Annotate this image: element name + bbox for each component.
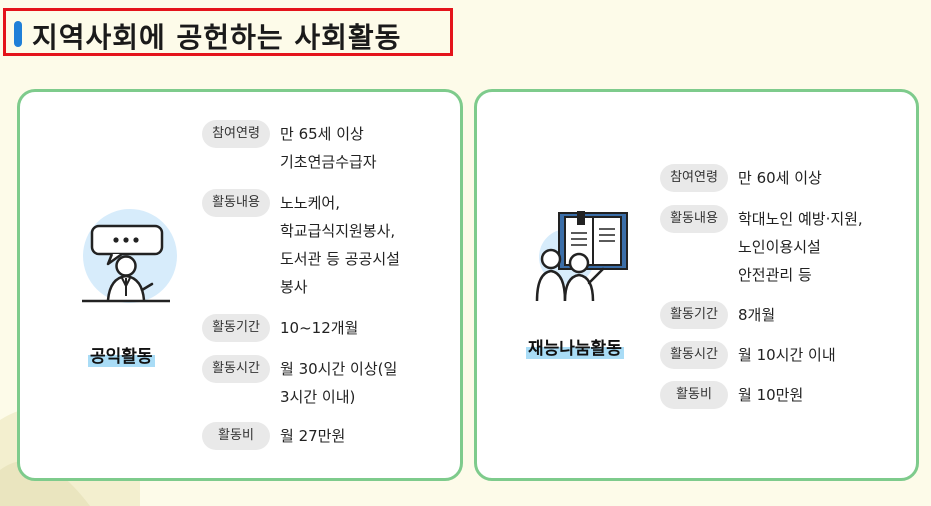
detail-label: 활동기간 (202, 314, 270, 342)
detail-row-content: 활동내용 학대노인 예방·지원, 노인이용시설 안전관리 등 (660, 205, 863, 289)
speaking-person-icon (82, 209, 177, 303)
detail-value: 학대노인 예방·지원, 노인이용시설 안전관리 등 (738, 210, 863, 284)
detail-label: 활동비 (660, 381, 728, 409)
detail-row-content: 활동내용 노노케어, 학교급식지원봉사, 도서관 등 공공시설 봉사 (202, 189, 400, 301)
detail-label: 활동시간 (202, 355, 270, 383)
detail-value: 월 10만원 (738, 386, 804, 404)
detail-row-period: 활동기간 8개월 (660, 301, 775, 329)
detail-value: 월 30시간 이상(일 3시간 이내) (280, 360, 398, 406)
activity-name: 공익활동 (88, 342, 155, 367)
detail-label: 참여연령 (202, 120, 270, 148)
section-title-box: 지역사회에 공헌하는 사회활동 (3, 8, 453, 56)
detail-label: 참여연령 (660, 164, 728, 192)
detail-row-hours: 활동시간 월 30시간 이상(일 3시간 이내) (202, 355, 397, 411)
detail-value: 노노케어, 학교급식지원봉사, 도서관 등 공공시설 봉사 (280, 194, 400, 296)
detail-value: 월 10시간 이내 (738, 346, 836, 364)
detail-value: 만 60세 이상 (738, 169, 822, 187)
detail-row-fee: 활동비 월 10만원 (660, 381, 803, 409)
detail-row-age: 참여연령 만 65세 이상 기초연금수급자 (202, 120, 377, 176)
detail-label: 활동내용 (202, 189, 270, 217)
detail-value: 10~12개월 (280, 319, 359, 337)
detail-label: 활동내용 (660, 205, 728, 233)
activity-card-public: 공익활동 참여연령 만 65세 이상 기초연금수급자 활동내용 노노케어, 학교… (17, 89, 463, 481)
detail-label: 활동비 (202, 422, 270, 450)
title-marker (14, 21, 22, 47)
page-title: 지역사회에 공헌하는 사회활동 (32, 21, 402, 54)
detail-row-age: 참여연령 만 60세 이상 (660, 164, 822, 192)
detail-label: 활동기간 (660, 301, 728, 329)
people-book-icon (535, 211, 628, 302)
detail-row-hours: 활동시간 월 10시간 이내 (660, 341, 836, 369)
activity-name: 재능나눔활동 (526, 334, 624, 359)
detail-label: 활동시간 (660, 341, 728, 369)
activity-card-talent: 재능나눔활동 참여연령 만 60세 이상 활동내용 학대노인 예방·지원, 노인… (474, 89, 919, 481)
detail-value: 월 27만원 (280, 427, 346, 445)
detail-row-period: 활동기간 10~12개월 (202, 314, 358, 342)
detail-row-fee: 활동비 월 27만원 (202, 422, 345, 450)
detail-value: 8개월 (738, 306, 776, 324)
detail-value: 만 65세 이상 기초연금수급자 (280, 125, 377, 171)
